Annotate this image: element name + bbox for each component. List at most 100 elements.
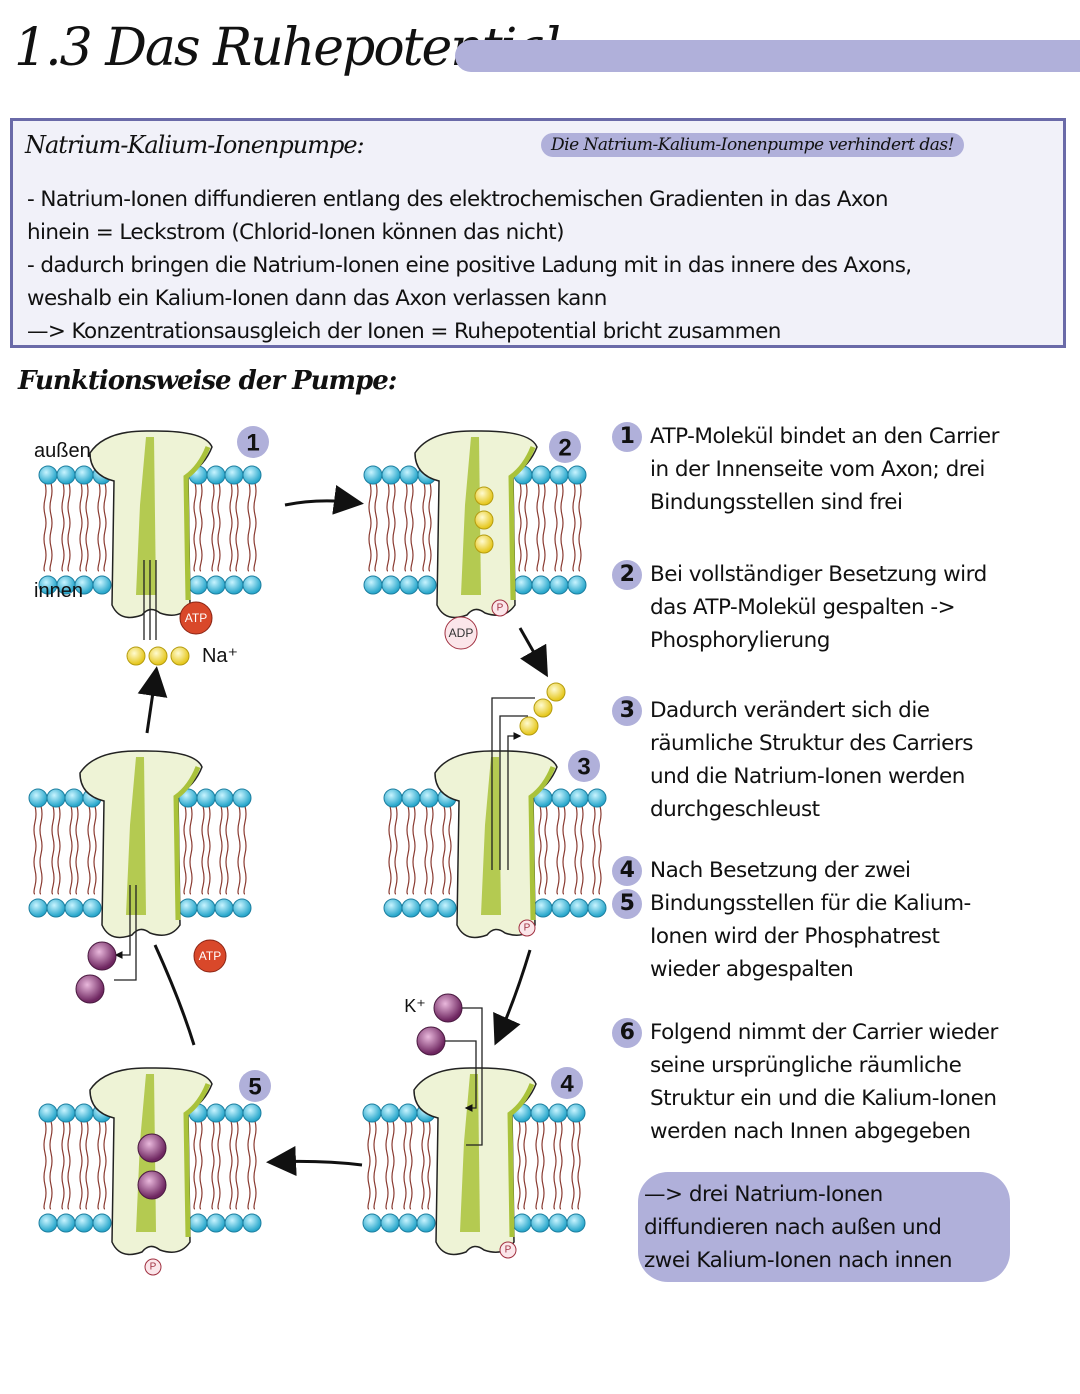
lipid-head — [399, 465, 419, 485]
lipid-tail — [430, 805, 434, 895]
lipid-tail — [183, 805, 187, 895]
lipid-tail — [225, 805, 229, 895]
lipid-head — [567, 575, 587, 595]
potassium-ion — [87, 941, 117, 971]
cell-membrane — [38, 465, 262, 595]
lipid-tail — [211, 1120, 215, 1210]
lipid-head — [362, 1213, 382, 1233]
lipid-tail — [427, 1120, 431, 1210]
ion-path-lines — [143, 560, 157, 640]
stage-number-badge: 1 — [237, 426, 269, 458]
carrier-channel — [460, 1074, 480, 1232]
ion-path-lines — [491, 697, 535, 870]
lipid-head — [214, 898, 234, 918]
lipid-tail — [193, 1120, 197, 1210]
lipid-head — [569, 898, 589, 918]
lipid-tail — [43, 482, 47, 572]
lipid-tail — [93, 805, 97, 895]
lipid-tail — [103, 482, 107, 572]
stage-5: 5P — [38, 1067, 271, 1276]
summary-highlight — [638, 1172, 1010, 1282]
lipid-tail — [562, 805, 566, 895]
step-text: Bindungsstellen sind frei — [650, 490, 903, 515]
step-number-badge: 6 — [612, 1018, 642, 1048]
sodium-ion — [546, 682, 566, 702]
lipid-tail — [386, 482, 390, 572]
lipid-head — [380, 1213, 400, 1233]
info-box-heading: Natrium-Kalium-Ionenpumpe: — [25, 131, 365, 159]
lipid-head — [232, 898, 252, 918]
stage-number: 5 — [248, 1074, 261, 1101]
lipid-head — [74, 1213, 94, 1233]
lipid-head — [513, 575, 533, 595]
phosphate-label: P — [524, 923, 531, 934]
lipid-head — [46, 788, 66, 808]
lipid-tail — [57, 805, 61, 895]
lipid-head — [224, 465, 244, 485]
step-number-badge: 2 — [612, 560, 642, 590]
lipid-head — [56, 1103, 76, 1123]
lipid-head — [92, 575, 112, 595]
badge-circle — [549, 431, 581, 463]
phosphate-label: P — [150, 1262, 157, 1273]
lipid-head — [38, 465, 58, 485]
carrier-edge — [508, 446, 536, 601]
lipid-tail — [85, 1120, 89, 1210]
lipid-head — [416, 1213, 436, 1233]
lipid-tail — [571, 1120, 575, 1210]
lipid-tail — [538, 805, 542, 895]
badge-circle — [237, 426, 269, 458]
lipid-tail — [554, 482, 558, 572]
lipid-tail — [229, 1120, 233, 1210]
summary-line: zwei Kalium-Ionen nach innen — [644, 1248, 953, 1273]
lipid-head — [566, 1103, 586, 1123]
lipid-tail — [67, 1120, 71, 1210]
atp-label: ATP — [199, 949, 221, 963]
lipid-tail — [75, 805, 79, 895]
lipid-tail — [235, 482, 239, 572]
badge-circle — [239, 1070, 271, 1102]
lipid-tail — [592, 805, 596, 895]
lipid-tail — [199, 1120, 203, 1210]
carrier-edge — [183, 1083, 211, 1238]
lipid-head — [401, 898, 421, 918]
stage-number-badge: 2 — [549, 431, 581, 463]
lipid-head — [380, 1103, 400, 1123]
lipid-head — [28, 898, 48, 918]
ion-path-lines — [445, 1007, 483, 1146]
lipid-tail — [189, 805, 193, 895]
lipid-tail — [49, 1120, 53, 1210]
lipid-tail — [61, 482, 65, 572]
step-text: wieder abgespalten — [650, 957, 854, 982]
lipid-tail — [207, 805, 211, 895]
lipid-tail — [385, 1120, 389, 1210]
badge-circle — [568, 750, 600, 782]
step-text: das ATP-Molekül gespalten -> — [650, 595, 956, 620]
carrier-protein — [413, 1067, 537, 1256]
step-text: in der Innenseite vom Axon; drei — [650, 457, 985, 482]
info-line: - dadurch bringen die Natrium-Ionen eine… — [27, 253, 912, 278]
stage-number-badge: 4 — [551, 1067, 583, 1099]
lipid-head — [362, 1103, 382, 1123]
lipid-head — [242, 1103, 262, 1123]
phosphate: P — [144, 1258, 162, 1276]
badge-circle — [551, 1067, 583, 1099]
lipid-tail — [39, 805, 43, 895]
summary-text: —> drei Natrium-Ionen diffundieren nach … — [644, 1178, 953, 1277]
step-text: Phosphorylierung — [650, 628, 830, 653]
lipid-head — [242, 575, 262, 595]
lipid-tail — [544, 805, 548, 895]
lipid-head — [196, 898, 216, 918]
phosphate-label: P — [497, 603, 504, 614]
lipid-head — [419, 788, 439, 808]
phosphate-label: P — [505, 1245, 512, 1256]
carrier-edge — [173, 766, 201, 921]
lipid-head — [363, 575, 383, 595]
lipid-tail — [392, 482, 396, 572]
cell-membrane — [363, 465, 587, 595]
lipid-tail — [541, 1120, 545, 1210]
lipid-tail — [421, 1120, 425, 1210]
section-heading: Funktionsweise der Pumpe: — [18, 366, 397, 396]
info-line: —> Konzentrationsausgleich der Ionen = R… — [27, 319, 781, 344]
